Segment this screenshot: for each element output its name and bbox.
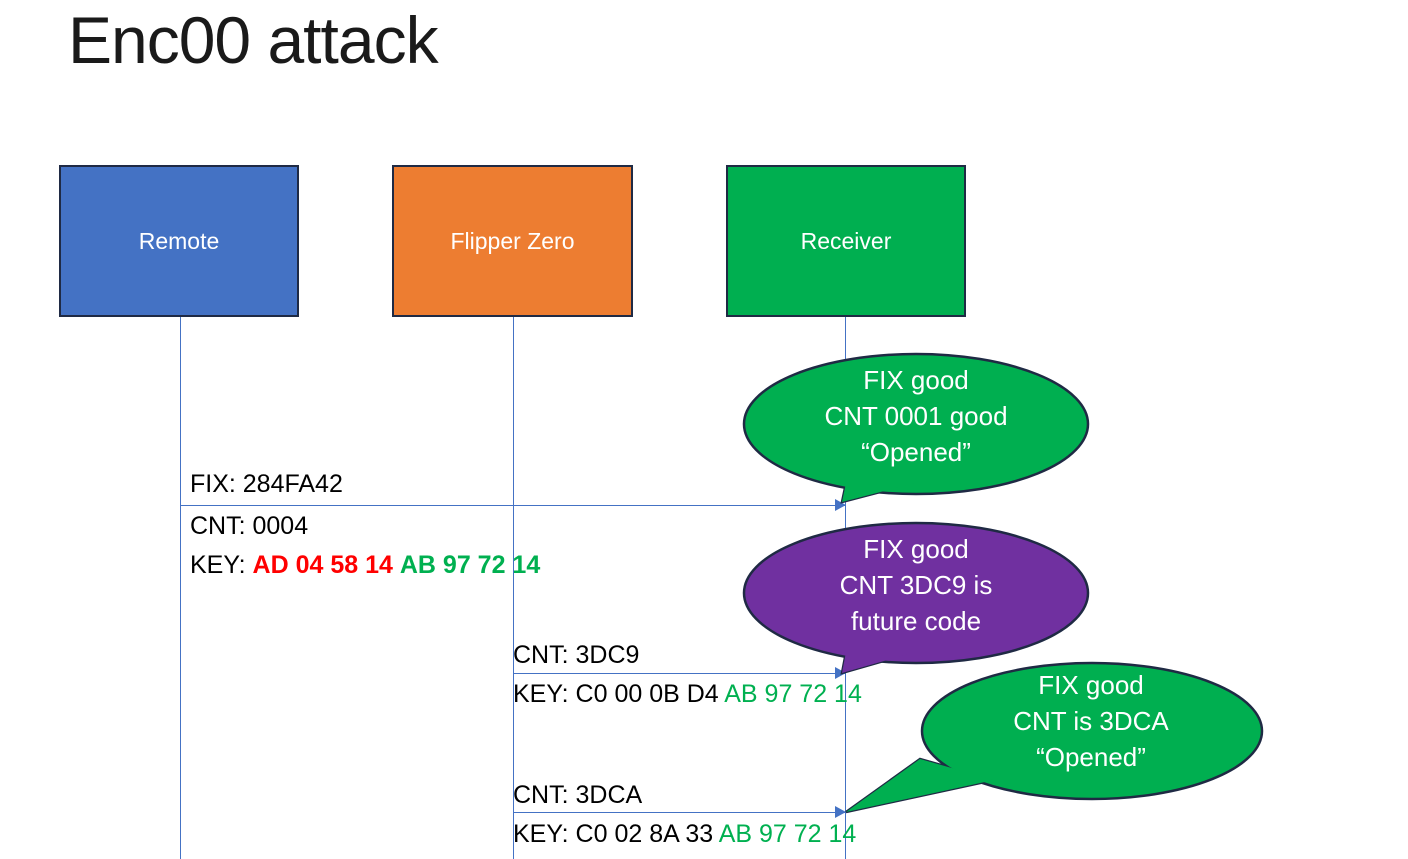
lifeline-remote (180, 317, 181, 859)
key-prefix-1: KEY: (190, 551, 253, 579)
callout-future-code: FIX good CNT 3DC9 is future code (742, 521, 1090, 681)
actor-box-flipper-zero: Flipper Zero (392, 165, 633, 317)
key-second-half-1: AB 97 72 14 (399, 551, 541, 579)
callout-fix-good-3dca: FIX good CNT is 3DCA “Opened” (845, 661, 1264, 817)
message-arrow-2 (513, 673, 845, 674)
callout-fix-good-0001: FIX good CNT 0001 good “Opened” (742, 352, 1090, 512)
message-arrowhead-2 (835, 667, 846, 679)
callout-shape-2 (742, 521, 1090, 675)
actor-box-receiver: Receiver (726, 165, 966, 317)
key-first-half-1: AD 04 58 14 (252, 551, 393, 579)
message-label-cnt-2: CNT: 3DC9 (513, 641, 640, 669)
actor-label-remote: Remote (138, 227, 220, 254)
key-space-1 (393, 551, 400, 579)
key-second-half-2: AB 97 72 14 (724, 680, 862, 708)
message-label-key-3: KEY: C0 02 8A 33 AB 97 72 14 (513, 820, 856, 848)
callout-shape-1 (742, 352, 1090, 504)
actor-label-receiver: Receiver (800, 227, 892, 254)
key-prefix-2: KEY: C0 00 0B D4 (513, 680, 725, 708)
page-title: Enc00 attack (68, 3, 439, 77)
message-label-fix: FIX: 284FA42 (190, 470, 343, 498)
callout-shape-3 (845, 661, 1264, 814)
message-arrow-3 (513, 812, 845, 813)
key-prefix-3: KEY: C0 02 8A 33 (513, 820, 719, 848)
message-arrowhead-3 (835, 806, 846, 818)
message-label-cnt-1: CNT: 0004 (190, 512, 309, 540)
message-arrow-1 (180, 505, 845, 506)
message-label-key-2: KEY: C0 00 0B D4 AB 97 72 14 (513, 680, 862, 708)
lifeline-flipper-zero (513, 317, 514, 859)
message-label-key-1: KEY: AD 04 58 14 AB 97 72 14 (190, 551, 540, 579)
message-label-cnt-3: CNT: 3DCA (513, 781, 643, 809)
message-arrowhead-1 (835, 499, 846, 511)
actor-label-flipper-zero: Flipper Zero (450, 227, 575, 254)
actor-box-remote: Remote (59, 165, 299, 317)
key-second-half-3: AB 97 72 14 (718, 820, 857, 848)
